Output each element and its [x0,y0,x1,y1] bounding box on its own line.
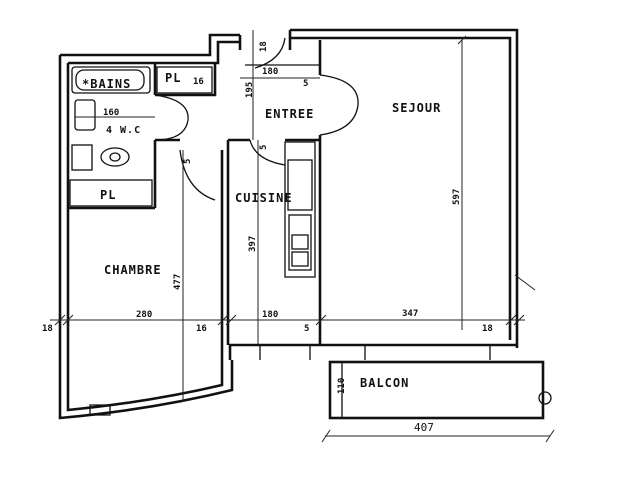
sink [288,214,312,271]
dim-balcon-407: 407 [414,421,434,434]
washbasin [74,99,96,131]
dim-wc-160: 160 [103,108,119,118]
toilet [71,144,93,171]
fixtures [69,66,552,420]
dim-sejour-347: 347 [402,309,418,319]
room-label-pl-top: PL [165,71,181,85]
room-label-cuisine: CUISINE [235,191,293,205]
dim-left-18: 18 [42,324,53,334]
dim-entree-180: 180 [262,67,278,77]
dim-right-18: 18 [482,324,493,334]
dim-wall-5: 5 [304,324,309,334]
walls [58,28,519,420]
room-label-sejour: SEJOUR [392,101,441,115]
dim-chambre-477: 477 [173,274,183,290]
dim-pl-16: 16 [193,77,204,87]
balcony [328,360,545,420]
kitchen-counter [284,141,316,278]
pl-top-closet [156,66,213,94]
dim-entree-18: 18 [259,41,269,52]
dim-door-5-kitchen: 5 [259,145,269,150]
balcony-post [538,391,552,405]
room-label-balcon: BALCON [360,376,409,390]
room-label-bains: *BAINS [82,77,131,91]
dim-sejour-597: 597 [452,189,462,205]
bathtub [71,66,151,94]
dim-door-5-left: 5 [183,159,193,164]
dim-cuisine-180: 180 [262,310,278,320]
dim-wall-16: 16 [196,324,207,334]
room-labels: *BAINS PL 4 W.C ENTREE SEJOUR CUISINE PL… [82,71,441,390]
dim-entree-195: 195 [245,82,255,98]
room-label-chambre: CHAMBRE [104,263,162,277]
room-label-pl-bottom: PL [100,188,116,202]
doors [154,37,359,201]
room-label-entree: ENTREE [265,107,314,121]
dim-entree-5: 5 [303,79,308,89]
pl-bottom-closet [69,179,153,207]
dim-balcon-110: 110 [337,378,347,394]
dim-cuisine-397: 397 [248,236,258,252]
dim-chambre-280: 280 [136,310,152,320]
dimension-lines [50,30,555,443]
dimension-labels: 16 160 18 180 5 195 5 5 477 397 597 18 2… [42,41,493,434]
room-label-wc: 4 W.C [106,125,141,136]
